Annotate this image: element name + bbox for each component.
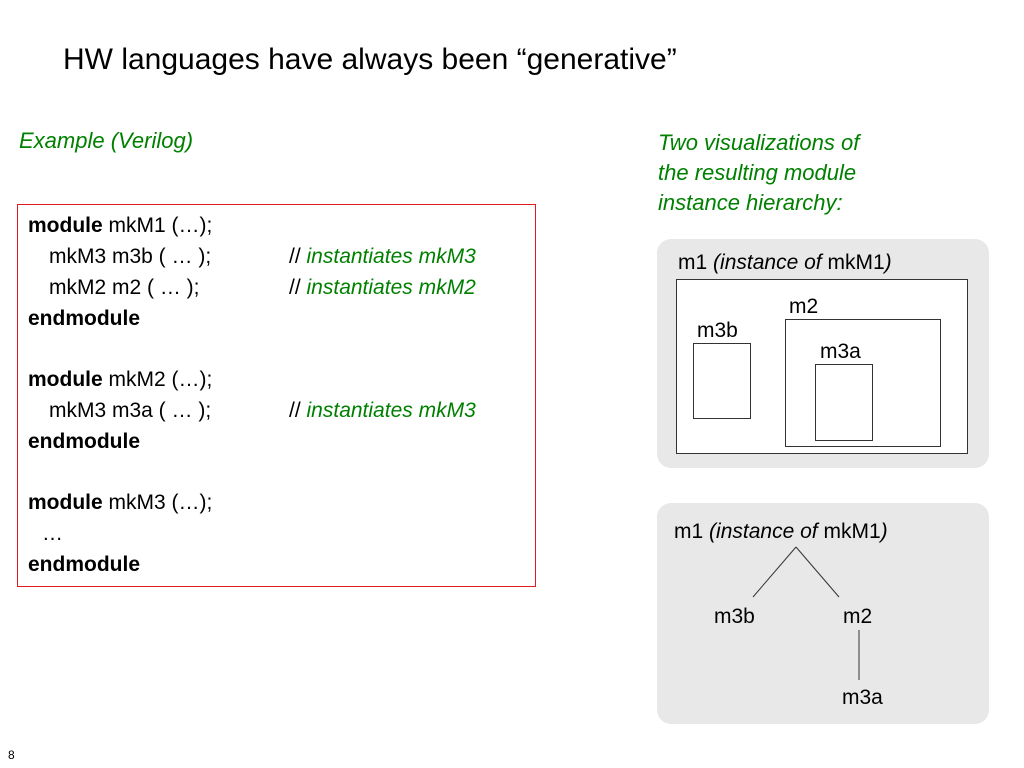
edge-m1-m2 — [795, 546, 840, 598]
example-heading: Example (Verilog) — [19, 128, 194, 153]
comment-slashes: // — [289, 399, 301, 422]
comment-text: instantiates mkM3 — [306, 399, 476, 422]
comment-text: instantiates mkM3 — [306, 245, 476, 268]
paren-close: ) — [880, 520, 888, 543]
tree-node-m3b: m3b — [714, 605, 755, 628]
comment-slashes: // — [289, 276, 301, 299]
code-line: endmodule — [28, 552, 140, 578]
slide-title: HW languages have always been “generativ… — [63, 43, 677, 76]
visualizations-heading-line: Two visualizations of — [658, 130, 860, 155]
instance-of-text: instance of — [716, 520, 818, 543]
code-line: endmodule — [28, 306, 140, 332]
verilog-code-box: module mkM1 (…); mkM3 m3b ( … ); // inst… — [17, 204, 536, 587]
paren-open: ( — [713, 251, 721, 274]
edge-m1-m3b — [752, 546, 797, 598]
instance-of-text: instance of — [720, 251, 822, 274]
code-keyword: module — [28, 368, 103, 391]
visualizations-heading-line: instance hierarchy: — [658, 190, 843, 215]
m1-name: m1 — [678, 251, 708, 274]
paren-open: ( — [709, 520, 717, 543]
code-line: module mkM3 (…); — [28, 490, 212, 516]
code-line: endmodule — [28, 429, 140, 455]
code-text: mkM1 (…); — [102, 214, 213, 237]
m1-root-label: m1 (instance of mkM1) — [678, 250, 892, 276]
visualizations-heading-line: the resulting module — [658, 160, 857, 185]
code-line: mkM2 m2 ( … ); — [49, 276, 200, 299]
code-keyword: endmodule — [28, 307, 141, 330]
module-name: mkM1 — [827, 251, 885, 274]
nested-visualization-panel: m1 (instance of mkM1) m2 m3b m3a — [657, 239, 989, 468]
tree-node-m3a: m3a — [842, 686, 883, 709]
code-line: mkM3 m3a ( … ); — [49, 399, 212, 422]
code-keyword: module — [28, 214, 103, 237]
code-comment: // instantiates mkM2 — [289, 275, 476, 301]
module-name: mkM1 — [823, 520, 881, 543]
tree-node-m2: m2 — [843, 605, 873, 628]
tree-visualization-panel: m1 (instance of mkM1) m3b m2 m3a — [657, 503, 989, 724]
m3a-label: m3a — [820, 340, 861, 363]
code-keyword: endmodule — [28, 553, 141, 576]
visualizations-heading: Two visualizations of the resulting modu… — [658, 128, 859, 218]
tree-root-label: m1 (instance of mkM1) — [674, 519, 888, 545]
code-line: mkM3 m3b ( … ); — [49, 245, 212, 268]
code-comment: // instantiates mkM3 — [289, 244, 476, 270]
m3a-instance-box — [815, 364, 873, 441]
comment-slashes: // — [289, 245, 301, 268]
m2-label: m2 — [789, 295, 819, 318]
code-line: module mkM2 (…); — [28, 367, 212, 393]
code-text: mkM3 (…); — [102, 491, 213, 514]
code-line: … — [42, 522, 63, 545]
code-comment: // instantiates mkM3 — [289, 398, 476, 424]
m3b-label: m3b — [697, 319, 738, 342]
code-keyword: endmodule — [28, 430, 141, 453]
page-number: 8 — [8, 748, 15, 762]
code-keyword: module — [28, 491, 103, 514]
m3b-instance-box — [693, 343, 751, 419]
tree-edges — [752, 546, 860, 680]
code-line: module mkM1 (…); — [28, 213, 212, 239]
m1-name: m1 — [674, 520, 704, 543]
comment-text: instantiates mkM2 — [306, 276, 476, 299]
paren-close: ) — [884, 251, 892, 274]
code-text: mkM2 (…); — [102, 368, 213, 391]
